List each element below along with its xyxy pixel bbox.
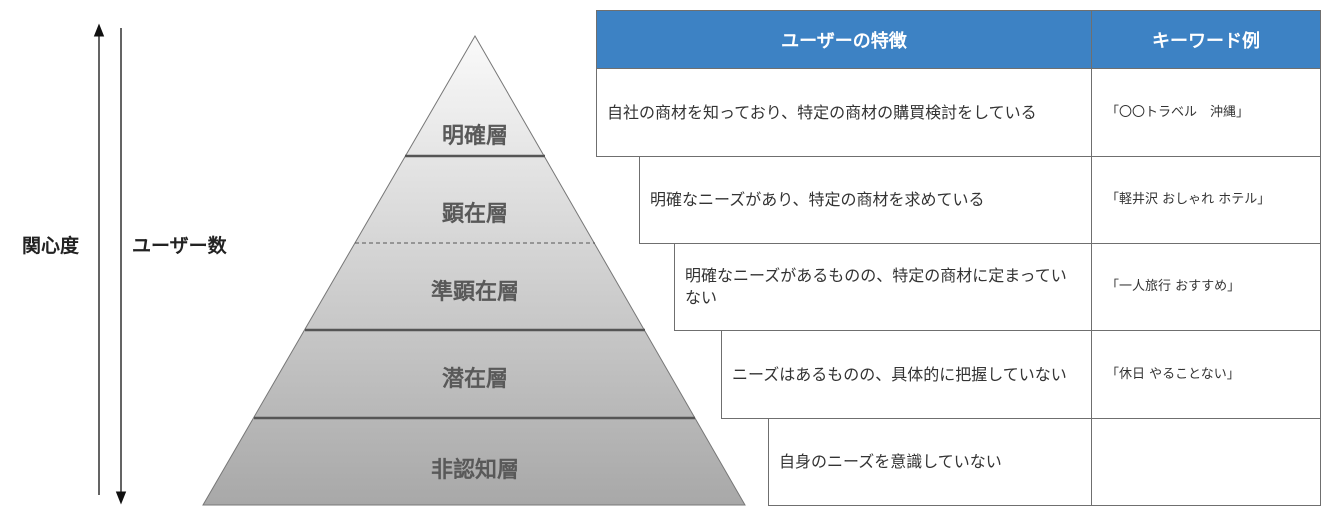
- feature-cell: ニーズはあるものの、具体的に把握していない: [721, 330, 1092, 419]
- pyramid: [202, 35, 746, 506]
- layer-label: 顕在層: [441, 202, 508, 227]
- feature-cell: 明確なニーズがあり、特定の商材を求めている: [639, 156, 1092, 244]
- keyword-cell: 「〇〇トラベル 沖縄」: [1091, 68, 1321, 157]
- layer-label: 準顕在層: [430, 280, 519, 305]
- interest-label: 関心度: [22, 235, 80, 257]
- keyword-cell: 「一人旅行 おすすめ」: [1091, 243, 1321, 331]
- feature-cell: 自社の商材を知っており、特定の商材の購買検討をしている: [596, 68, 1092, 157]
- user-count-label: ユーザー数: [132, 235, 227, 257]
- keyword-cell: 「休日 やることない」: [1091, 330, 1321, 419]
- keyword-cell: [1091, 418, 1321, 506]
- header-user-features: ユーザーの特徴: [596, 10, 1092, 69]
- header-keyword-examples: キーワード例: [1091, 10, 1321, 69]
- feature-cell: 自身のニーズを意識していない: [768, 418, 1092, 506]
- layer-label: 非認知層: [430, 458, 519, 483]
- feature-cell: 明確なニーズがあるものの、特定の商材に定まっていない: [674, 243, 1092, 331]
- layer-label: 明確層: [441, 124, 508, 149]
- keyword-cell: 「軽井沢 おしゃれ ホテル」: [1091, 156, 1321, 244]
- layer-label: 潜在層: [441, 367, 508, 392]
